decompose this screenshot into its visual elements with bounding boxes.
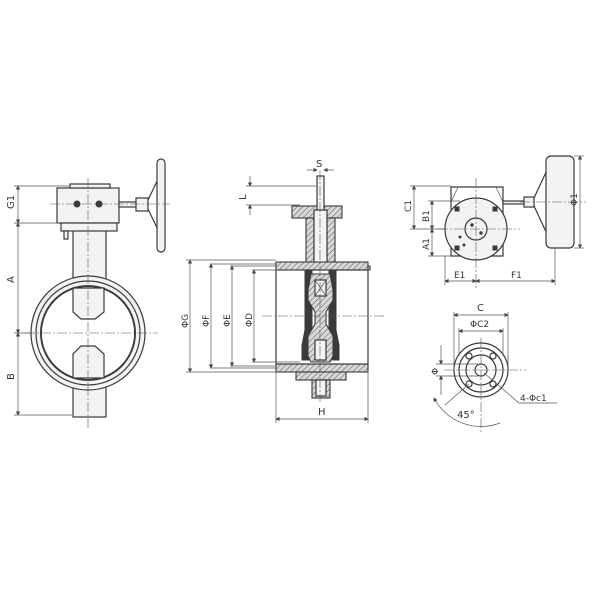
gearbox-view: C1 B1 A1 E1 F1 Φ1 <box>404 155 586 288</box>
stem-shaft <box>316 175 325 211</box>
upper-stem <box>313 209 328 264</box>
dim-label-e1: E1 <box>454 271 465 281</box>
dim-label-angle: 45° <box>457 410 475 421</box>
lower-stem <box>314 339 327 361</box>
dim-label-phi-e: ΦE <box>223 314 233 327</box>
disc-upper-hub <box>72 287 105 320</box>
dim-label-phi: Φ <box>431 368 441 375</box>
bolt-hole <box>489 352 497 360</box>
body-top-band <box>275 261 369 271</box>
dim-label-phi-c2: ΦC2 <box>470 320 489 330</box>
neck-wall-right <box>326 217 336 264</box>
dim-label-b1: B1 <box>422 210 432 222</box>
grease-fitting <box>63 230 69 240</box>
handwheel-hub <box>135 197 149 212</box>
dim-label-a: A <box>6 276 17 283</box>
bolt-hole <box>489 380 497 388</box>
dim-label-phi-g: ΦG <box>181 314 191 328</box>
dim-label-phi-f: ΦF <box>202 315 212 327</box>
dim-label-phi-1: Φ1 <box>570 193 580 206</box>
gearbox-base <box>60 222 118 232</box>
section-view: S L ΦG ΦF ΦE ΦD H <box>181 159 385 423</box>
dim-label-phi-d: ΦD <box>245 313 255 327</box>
flange-view: C ΦC2 Φ 4-Φc1 45° <box>431 303 557 432</box>
neck-wall-left <box>305 217 315 264</box>
body-bottom-band <box>275 363 369 373</box>
dim-label-s: S <box>316 159 322 170</box>
dim-label-c: C <box>477 303 484 314</box>
bottom-plug <box>315 379 327 397</box>
dim-label-f1: F1 <box>511 271 522 281</box>
dim-label-l: L <box>238 194 249 200</box>
valve-disc <box>307 273 334 363</box>
disc-lower-hub <box>72 345 105 379</box>
dim-label-a1: A1 <box>422 238 432 250</box>
dim-label-c1: C1 <box>404 200 414 212</box>
handwheel-rim <box>156 158 166 253</box>
dim-label-g1: G1 <box>6 195 17 209</box>
dim-label-h: H <box>318 407 326 418</box>
bolt-hole <box>465 352 473 360</box>
gearbox-shaft <box>502 200 526 205</box>
gearbox-top <box>69 183 111 189</box>
dim-label-b: B <box>6 373 17 380</box>
bottom-boss-flange <box>295 371 347 381</box>
handwheel-shaft <box>118 201 138 208</box>
front-view: G1 A B <box>6 158 170 428</box>
bolt-hole <box>465 380 473 388</box>
dim-label-holes: 4-Φc1 <box>520 394 547 404</box>
